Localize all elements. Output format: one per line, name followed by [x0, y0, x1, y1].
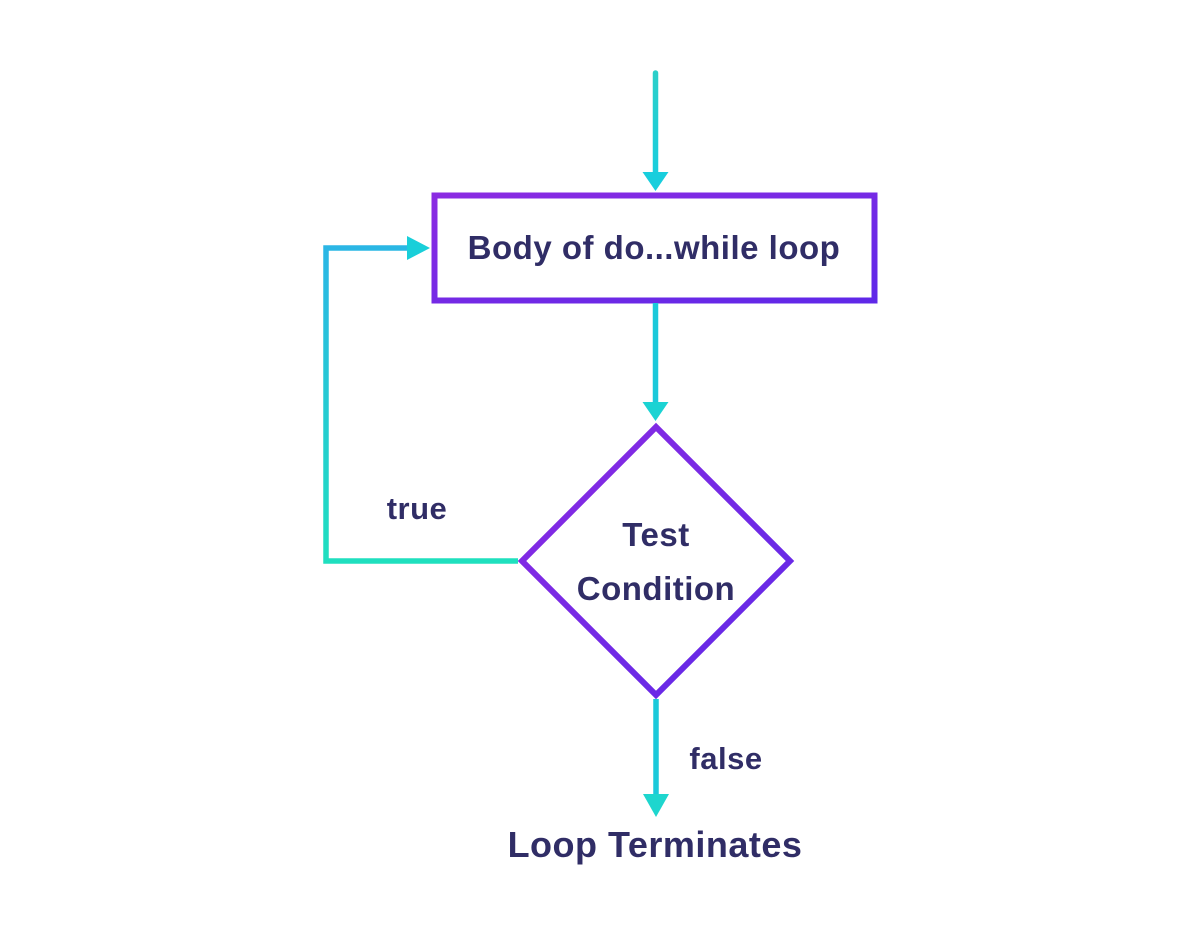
arrowhead-down-icon: [642, 402, 669, 421]
arrowhead-right-icon: [407, 236, 430, 260]
edge-true-label: true: [387, 491, 448, 526]
node-body-label: Body of do...while loop: [468, 229, 841, 266]
node-body: Body of do...while loop: [431, 192, 878, 304]
node-test: Test Condition: [517, 422, 795, 700]
arrowhead-down-icon: [643, 794, 669, 817]
node-test-label-line1: Test: [622, 516, 689, 553]
edge-false-label: false: [689, 741, 762, 776]
edge-true-branch: true: [323, 236, 518, 564]
node-body-rect: [431, 192, 878, 304]
node-terminate-label: Loop Terminates: [508, 824, 803, 865]
node-test-diamond: [517, 422, 795, 700]
edge-true-branch-line: [323, 245, 518, 564]
edge-entry: [642, 70, 669, 191]
node-test-label-line2: Condition: [577, 570, 735, 607]
edge-false-branch: false: [643, 699, 762, 817]
arrowhead-down-icon: [642, 172, 669, 191]
edge-body-to-test: [642, 303, 669, 421]
